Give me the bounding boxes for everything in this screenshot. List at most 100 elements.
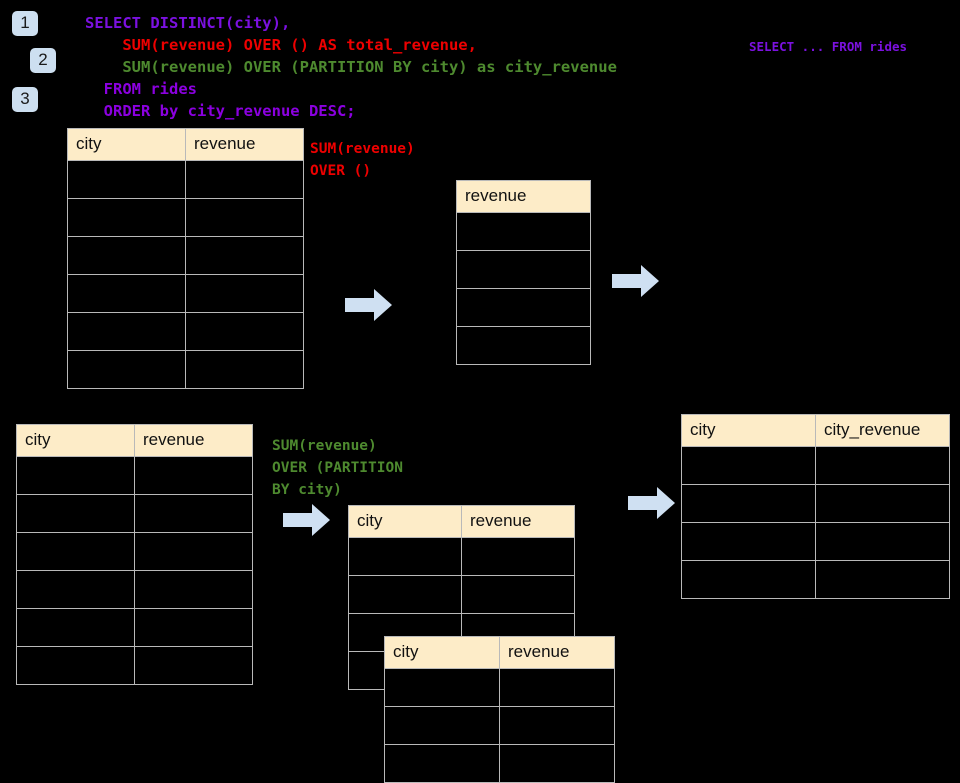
table-cell [16, 570, 135, 609]
arrow-right-icon-partition-split [283, 503, 331, 542]
table-cell [67, 274, 186, 313]
table-cell [499, 744, 615, 783]
sql-line-select-distinct: SELECT DISTINCT(city), [85, 14, 291, 32]
table-cell [681, 484, 816, 523]
table-cell [499, 706, 615, 745]
table-cell [16, 456, 135, 495]
table-cell [134, 570, 253, 609]
table-row [67, 160, 304, 199]
table-row [16, 570, 253, 609]
table-row [681, 560, 950, 599]
column-header-revenue: revenue [461, 505, 575, 538]
table-row [67, 236, 304, 275]
arrow-right-icon-partition-to-result [628, 486, 676, 525]
table-header-row: revenue [456, 180, 591, 213]
table-cell [348, 575, 462, 614]
table-cell [134, 456, 253, 495]
table-row [384, 744, 615, 783]
column-header-revenue: revenue [456, 180, 591, 213]
column-header-revenue: revenue [134, 424, 253, 457]
table-cell [134, 494, 253, 533]
table-cell [348, 537, 462, 576]
table-cell [134, 646, 253, 685]
table-cell [456, 288, 591, 327]
table-cell [681, 560, 816, 599]
table-cell [456, 250, 591, 289]
table-cell [134, 608, 253, 647]
table-cell [67, 160, 186, 199]
step-badge-1: 1 [12, 11, 38, 36]
column-header-city: city [384, 636, 500, 669]
sql-line-from-rides: FROM rides [85, 80, 197, 98]
table-cell [815, 446, 950, 485]
table-cell [67, 198, 186, 237]
table-row [681, 522, 950, 561]
table-cell [67, 312, 186, 351]
table-cell [67, 350, 186, 389]
table-row [67, 312, 304, 351]
table-cell [185, 350, 304, 389]
table-row [16, 494, 253, 533]
table-cell [16, 532, 135, 571]
sql-aside-select-from-rides: SELECT ... FROM rides [749, 39, 908, 54]
table-cell [384, 706, 500, 745]
table-row [16, 646, 253, 685]
arrow-right-icon-total-to-result [612, 264, 660, 303]
table-row [348, 575, 575, 614]
column-header-city: city [681, 414, 816, 447]
table-row [67, 350, 304, 389]
column-header-city: city [67, 128, 186, 161]
table-row [456, 326, 591, 365]
table-row [456, 212, 591, 251]
table-row [456, 288, 591, 327]
table-cell [461, 537, 575, 576]
column-header-city: city [348, 505, 462, 538]
table-cell [384, 744, 500, 783]
table-cell [681, 522, 816, 561]
annotation-sum-over-empty: SUM(revenue) OVER () [310, 141, 415, 179]
table-cell [134, 532, 253, 571]
column-header-revenue: revenue [185, 128, 304, 161]
table-row [681, 446, 950, 485]
table-cell [384, 668, 500, 707]
sql-line-city-revenue: SUM(revenue) OVER (PARTITION BY city) as… [85, 58, 617, 76]
table-cell [16, 494, 135, 533]
sql-line-total-revenue: SUM(revenue) OVER () AS total_revenue, [85, 36, 477, 54]
table-cell [185, 312, 304, 351]
table-row [384, 668, 615, 707]
table-row [16, 532, 253, 571]
table-cell [461, 575, 575, 614]
table-cell [815, 522, 950, 561]
table-row [456, 250, 591, 289]
table-cell [815, 484, 950, 523]
table-cell [67, 236, 186, 275]
table-cell [185, 160, 304, 199]
table-total-revenue: revenue [456, 180, 591, 365]
table-cell [16, 646, 135, 685]
table-row [16, 456, 253, 495]
table-row [384, 706, 615, 745]
step-badge-2: 2 [30, 48, 56, 73]
table-cell [815, 560, 950, 599]
table-cell [16, 608, 135, 647]
column-header-revenue: revenue [499, 636, 615, 669]
column-header-city: city [16, 424, 135, 457]
table-row [67, 274, 304, 313]
arrow-right-icon-aggregate-total [345, 288, 393, 327]
annotation-sum-over-partition: SUM(revenue) OVER (PARTITION BY city) [272, 438, 403, 498]
sql-line-order-by: ORDER by city_revenue DESC; [85, 102, 356, 120]
table-cell [185, 236, 304, 275]
table-cell [185, 198, 304, 237]
table-cell [456, 212, 591, 251]
table-row [16, 608, 253, 647]
table-cell [456, 326, 591, 365]
table-row [67, 198, 304, 237]
